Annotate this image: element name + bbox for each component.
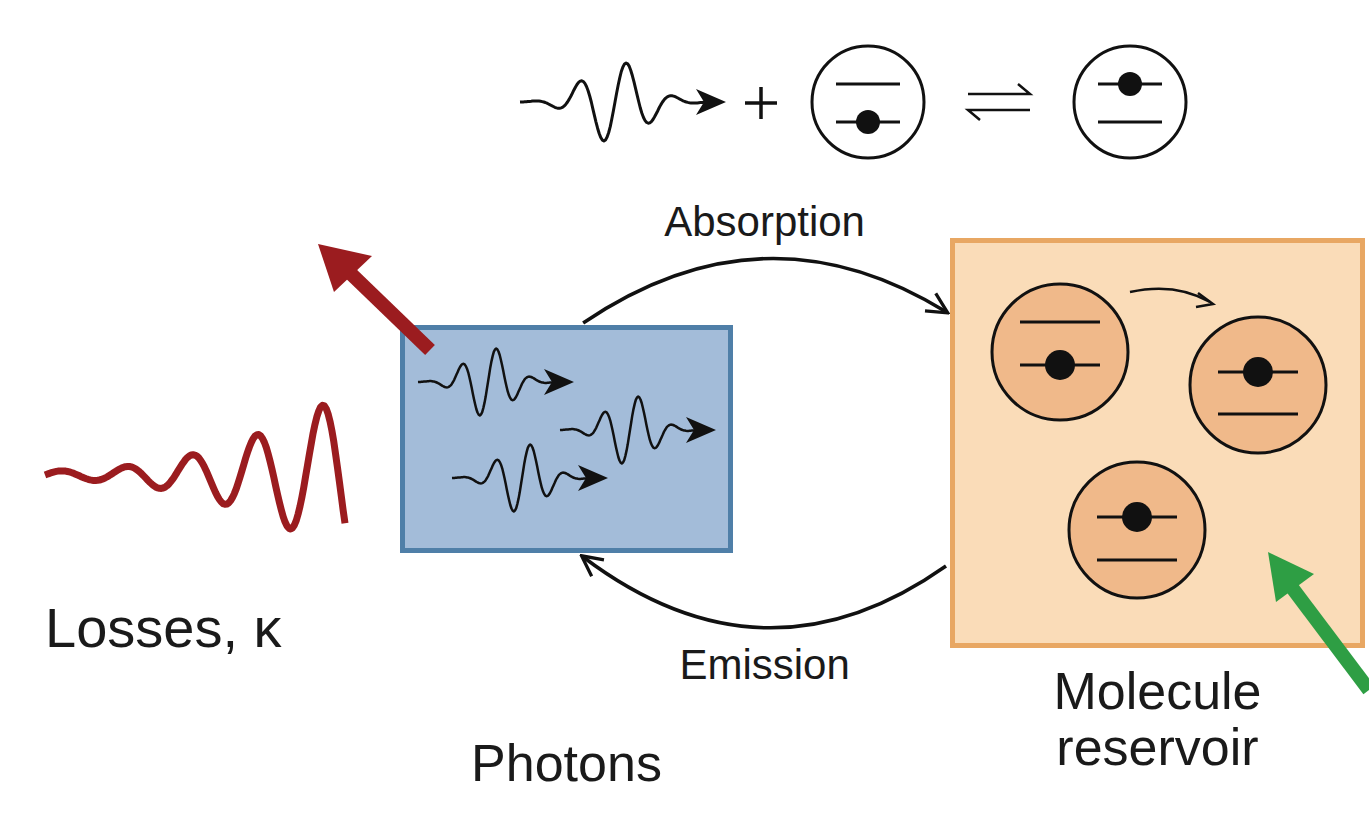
transfer-arrow (1130, 289, 1210, 302)
loss-wave (45, 405, 345, 529)
loss-arrow (345, 268, 430, 350)
loss-arrow (318, 244, 372, 292)
reservoir-box: Molecule reservoir (950, 238, 1365, 648)
molecule (1190, 317, 1326, 453)
wave-head (544, 369, 574, 395)
wave-line (452, 445, 592, 512)
photon-wave (520, 63, 726, 141)
transfer-arrow (1196, 293, 1213, 307)
wave-head (578, 465, 608, 491)
ground-molecule (812, 46, 924, 158)
wave-line (520, 63, 710, 141)
photon-box: Photons (400, 325, 733, 553)
wave-line (560, 397, 700, 464)
wave-line (418, 349, 558, 416)
excited-molecule (1074, 46, 1186, 158)
equilibrium-arrows (968, 84, 1030, 120)
molecule (1069, 462, 1205, 598)
process-arrow (583, 258, 946, 323)
edge-label: Emission (675, 642, 853, 688)
wave-line (45, 405, 345, 529)
molecule (992, 284, 1128, 420)
wave-head (696, 89, 726, 115)
photon-waves (418, 349, 716, 512)
pump-arrow (1290, 585, 1369, 690)
wave-head (686, 417, 716, 443)
plus-sign (759, 87, 763, 119)
process-arrow (583, 557, 946, 628)
edge-label: Absorption (660, 199, 869, 245)
plus-sign (745, 101, 777, 105)
node-title: Molecule reservoir (948, 663, 1368, 775)
losses-label: Losses, κ (45, 598, 282, 658)
pump-arrow (1268, 552, 1314, 602)
node-title: Photons (407, 735, 727, 791)
